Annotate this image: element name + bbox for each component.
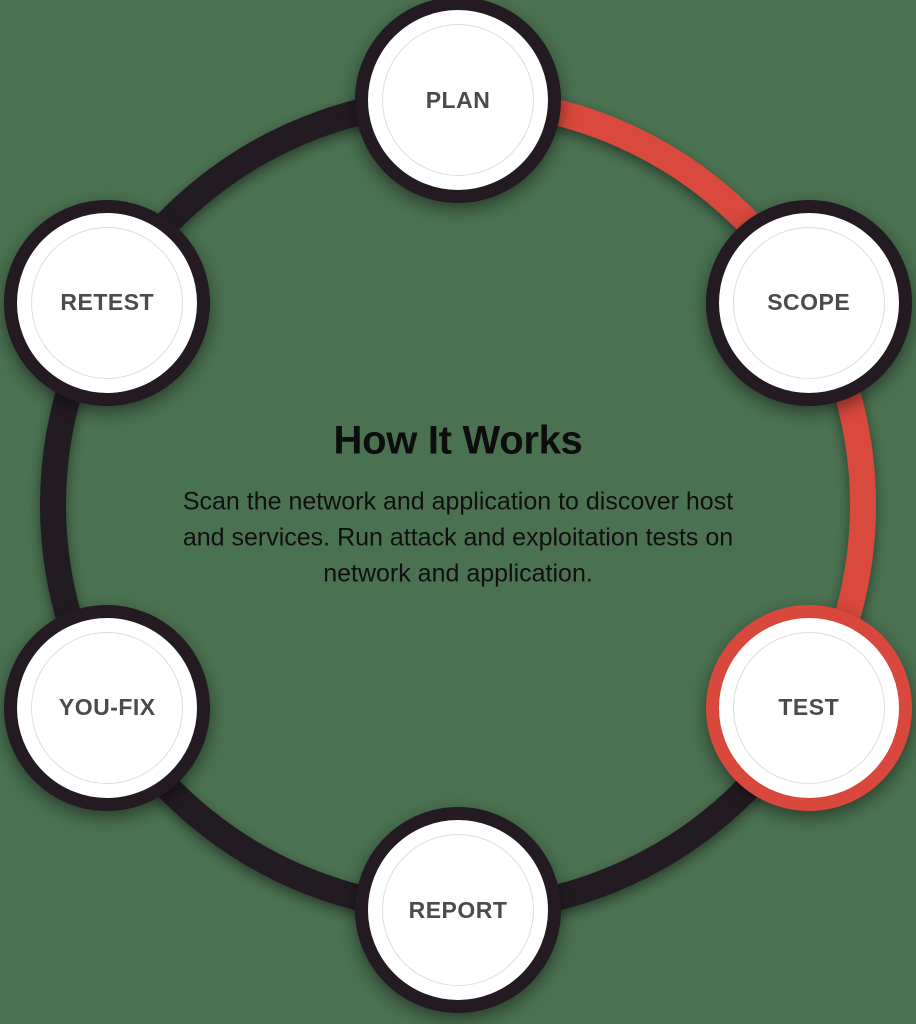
center-content: How It Works Scan the network and applic…: [173, 419, 743, 592]
page-title: How It Works: [333, 418, 583, 463]
cycle-node-youfix[interactable]: YOU-FIX: [4, 604, 211, 811]
cycle-node-label-youfix: YOU-FIX: [58, 694, 156, 720]
cycle-node-label-report: REPORT: [408, 896, 508, 923]
cycle-node-report[interactable]: REPORT: [355, 807, 561, 1013]
cycle-node-plan[interactable]: PLAN: [355, 0, 561, 203]
cycle-node-scope[interactable]: SCOPE: [705, 199, 912, 406]
center-description: Scan the network and application to disc…: [182, 487, 734, 588]
cycle-node-retest[interactable]: RETEST: [4, 199, 211, 406]
cycle-node-label-scope: SCOPE: [767, 289, 851, 315]
cycle-node-label-plan: PLAN: [425, 86, 491, 113]
cycle-node-label-retest: RETEST: [60, 289, 155, 315]
cycle-node-label-test: TEST: [778, 694, 840, 720]
cycle-node-test[interactable]: TEST: [705, 604, 912, 811]
